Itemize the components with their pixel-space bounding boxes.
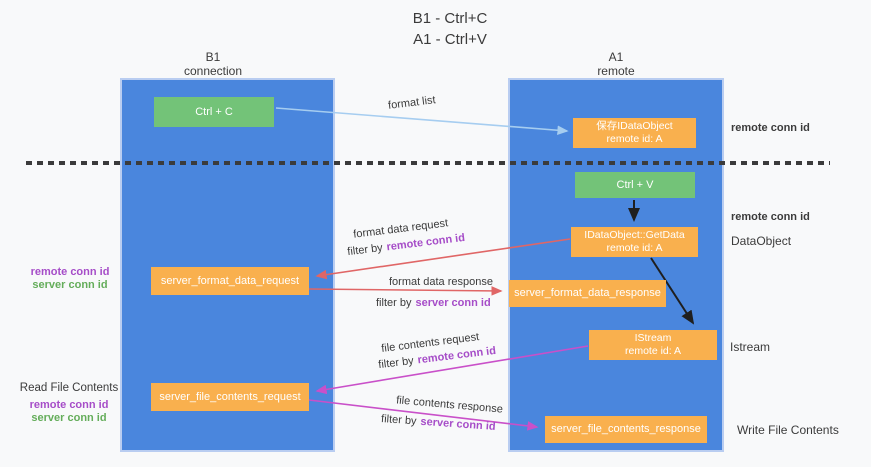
server-format-data-response-label: server_format_data_response (514, 287, 661, 299)
save-idataobject-label: 保存IDataObject (596, 120, 673, 132)
arrow-format-data-request (315, 238, 571, 280)
server-format-data-request-label: server_format_data_request (160, 274, 300, 287)
ctrl-v-label: Ctrl + V (616, 178, 654, 191)
right-column-subtitle: remote (597, 64, 635, 78)
read-file-contents-annotations: Read File Contents remote conn id server… (14, 382, 124, 425)
write-file-contents-annotation: Write File Contents (737, 423, 839, 437)
ctrl-v-box: Ctrl + V (575, 172, 695, 198)
server-format-data-response-box: server_format_data_response (509, 280, 666, 307)
ctrl-c-label: Ctrl + C (195, 105, 233, 118)
arrow-file-contents-response (308, 399, 539, 431)
read-file-contents-annotation: Read File Contents (19, 382, 119, 394)
arrow-format-list (275, 107, 569, 136)
remote-conn-id-annotation-1: remote conn id (731, 122, 810, 134)
server-conn-id-text: server conn id (415, 297, 491, 309)
istream-annotation: Istream (730, 340, 771, 354)
arrow-getdata-to-istream (650, 257, 695, 325)
server-file-contents-response-label: server_file_contents_response (551, 423, 701, 435)
ctrl-c-box: Ctrl + C (154, 97, 274, 127)
format-data-response-label: format data response (389, 276, 493, 288)
title-line-1: B1 - Ctrl+C (412, 10, 488, 27)
server-format-data-request-box: server_format_data_request (151, 267, 309, 295)
title-line-2: A1 - Ctrl+V (413, 31, 487, 48)
istream-box: IStream remote id: A (589, 330, 717, 360)
left-conn-id-annotations: remote conn id server conn id (20, 266, 120, 292)
server-conn-id-annotation-left-2: server conn id (31, 412, 107, 424)
diagram-title: B1 - Ctrl+C A1 - Ctrl+V (340, 8, 560, 50)
arrow-file-contents-request (315, 345, 589, 395)
filter-by-text: filter by (380, 413, 417, 428)
server-file-contents-request-box: server_file_contents_request (151, 383, 309, 411)
getdata-remote-id: remote id: A (606, 242, 663, 254)
left-column-subtitle: connection (183, 64, 243, 78)
idataobject-getdata-box: IDataObject::GetData remote id: A (571, 227, 698, 257)
right-column-name: A1 (608, 50, 624, 64)
istream-remote-id: remote id: A (624, 345, 682, 357)
save-idataobject-box: 保存IDataObject remote id: A (573, 118, 696, 148)
arrow-format-data-response (308, 286, 503, 296)
left-column-header: B1 connection (138, 50, 288, 78)
save-idataobject-remote-id: remote id: A (606, 133, 663, 145)
filter-by-text: filter by (376, 297, 412, 309)
dataobject-annotation: DataObject (731, 234, 792, 248)
remote-conn-id-annotation-left: remote conn id (30, 266, 110, 278)
left-column-name: B1 (205, 50, 221, 64)
remote-conn-id-annotation-left-2: remote conn id (29, 399, 109, 411)
server-file-contents-request-label: server_file_contents_request (159, 390, 301, 403)
server-conn-id-annotation-left: server conn id (32, 279, 108, 291)
remote-conn-id-annotation-2: remote conn id (731, 211, 810, 223)
right-column-header: A1 remote (541, 50, 691, 78)
istream-label: IStream (634, 332, 672, 344)
phase-divider-dashed-line (26, 161, 830, 165)
getdata-label: IDataObject::GetData (584, 229, 685, 241)
server-file-contents-response-box: server_file_contents_response (545, 416, 707, 443)
